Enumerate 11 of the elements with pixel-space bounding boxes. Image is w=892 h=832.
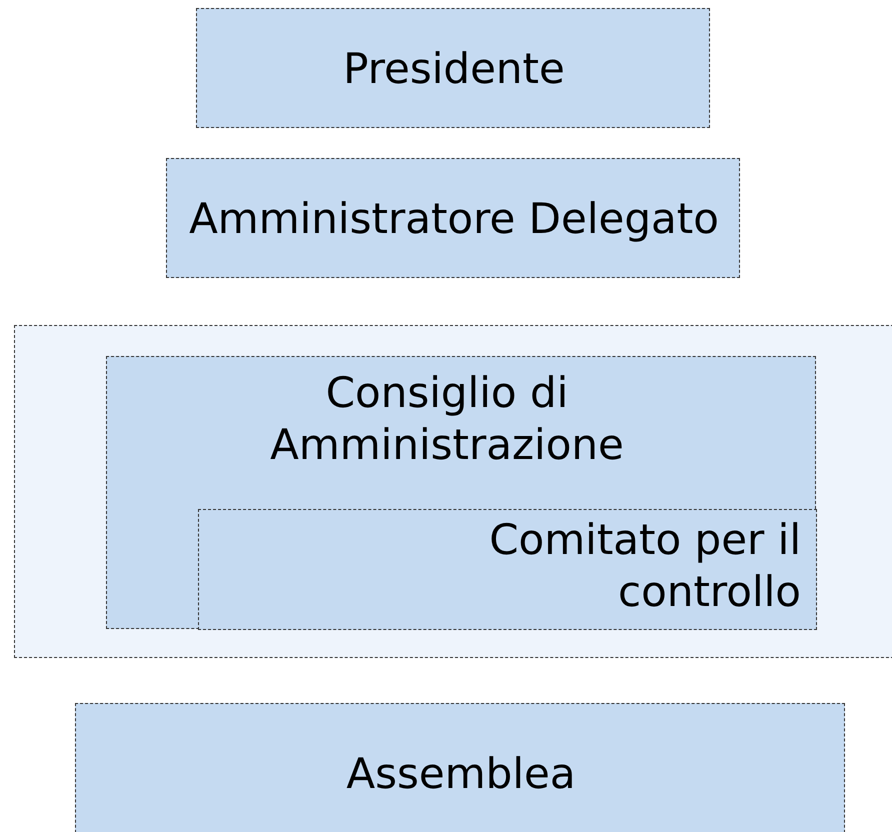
box-title: Comitato per il controllo <box>489 515 801 616</box>
box-title: Presidente <box>343 43 565 95</box>
background-band <box>14 325 892 658</box>
box-title: Consiglio di Amministrazione <box>270 368 624 469</box>
box-title: Assemblea <box>346 748 576 800</box>
box-title: Amministratore Delegato <box>189 193 719 245</box>
org-box <box>196 8 710 128</box>
org-box <box>106 356 816 629</box>
org-box <box>198 509 817 630</box>
org-box <box>166 158 740 278</box>
org-box <box>75 703 845 832</box>
